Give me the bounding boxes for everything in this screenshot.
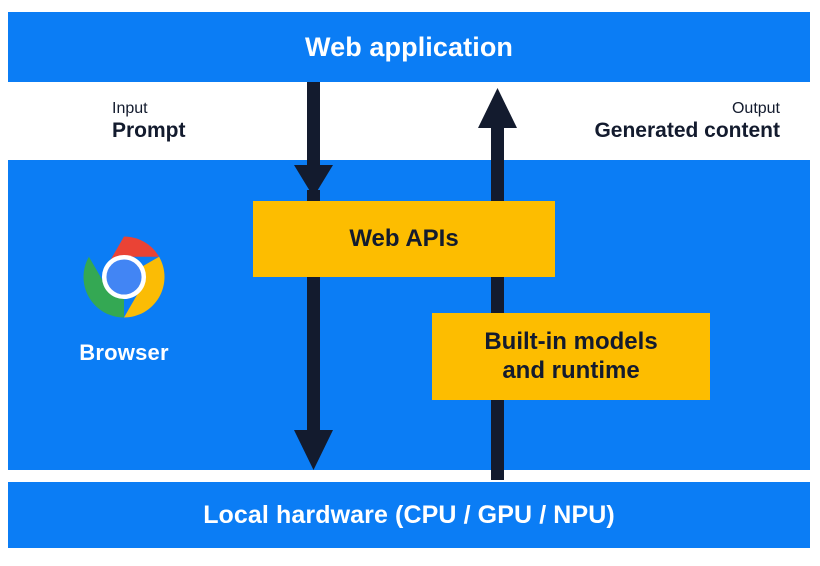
- band-web-application-label: Web application: [304, 31, 514, 62]
- input-kind-label: Input: [112, 100, 148, 117]
- browser-label: Browser: [79, 340, 169, 365]
- band-web-application: Web application: [8, 12, 810, 82]
- output-kind-label: Output: [731, 100, 780, 117]
- band-local-hardware-label: Local hardware (CPU / GPU / NPU): [203, 500, 615, 529]
- output-label-group: Output Generated content: [594, 100, 780, 142]
- box-built-in-models: Built-in models and runtime: [432, 313, 710, 400]
- browser-group: Browser: [56, 232, 192, 366]
- input-label-group: Input Prompt: [112, 100, 186, 142]
- input-value-label: Prompt: [112, 118, 186, 142]
- chrome-logo-icon: [83, 236, 165, 318]
- box-web-apis-label: Web APIs: [349, 224, 459, 252]
- output-value-label: Generated content: [594, 118, 780, 142]
- box-built-in-line1: Built-in models: [484, 328, 658, 356]
- output-arrow-up: [478, 88, 517, 480]
- box-built-in-line2: and runtime: [502, 356, 640, 384]
- box-web-apis: Web APIs: [253, 201, 555, 277]
- band-local-hardware: Local hardware (CPU / GPU / NPU): [8, 482, 810, 548]
